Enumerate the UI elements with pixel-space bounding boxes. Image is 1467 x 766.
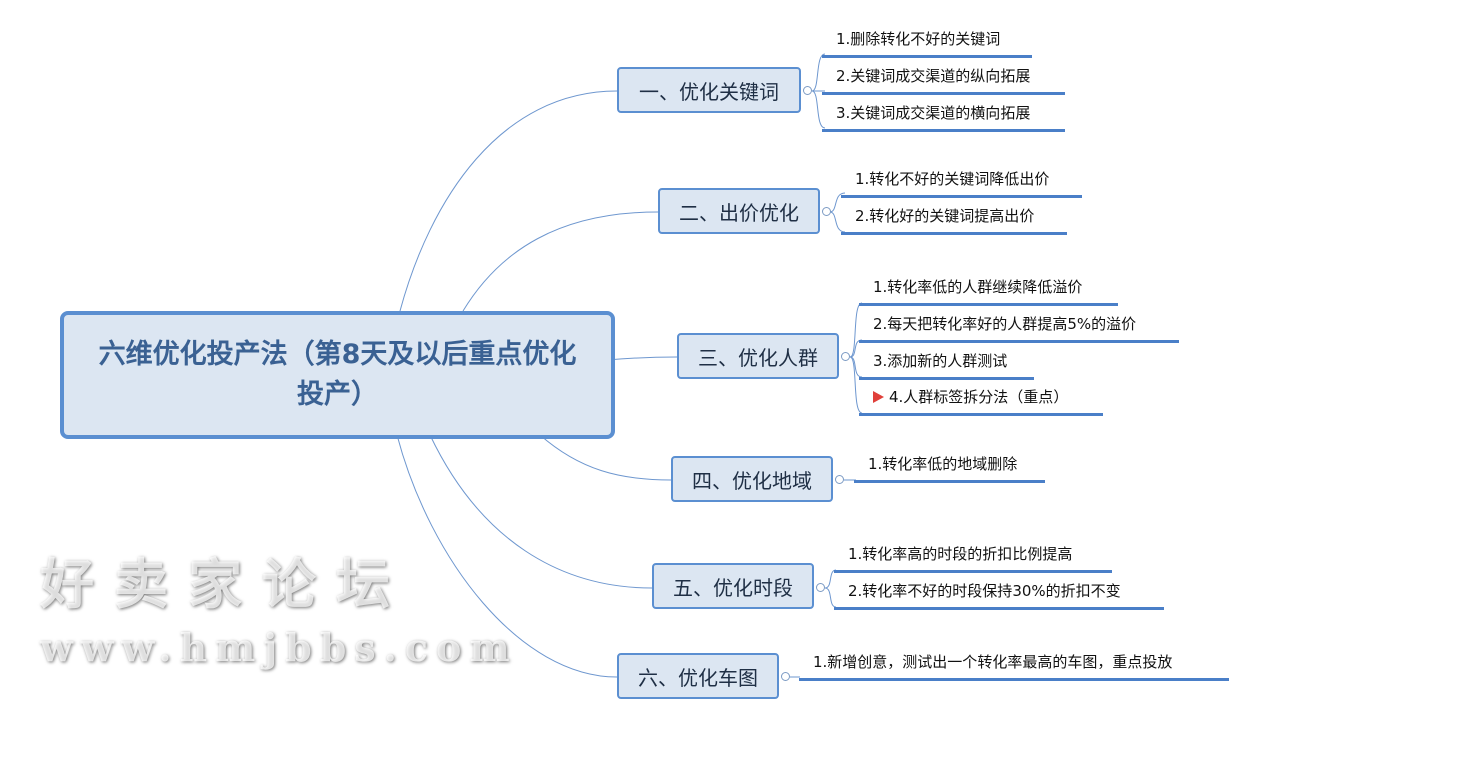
leaf-item[interactable]: 1.转化不好的关键词降低出价 (841, 168, 1082, 198)
branch-optimize-time[interactable]: 五、优化时段 (652, 563, 814, 609)
root-topic[interactable]: 六维优化投产法（第8天及以后重点优化投产） (60, 311, 615, 439)
root-link-6 (396, 434, 618, 678)
collapse-toggle[interactable] (822, 207, 831, 216)
leaf-item[interactable]: 2.转化好的关键词提高出价 (841, 205, 1067, 235)
leaf-link (811, 90, 826, 129)
flag-icon (873, 391, 884, 403)
branch-label: 一、优化关键词 (639, 79, 779, 104)
root-link-3 (606, 356, 678, 361)
root-link-5 (429, 434, 653, 589)
leaf-item[interactable]: 1.转化率低的人群继续降低溢价 (859, 276, 1118, 306)
leaf-item[interactable]: 1.新增创意，测试出一个转化率最高的车图，重点投放 (799, 651, 1229, 681)
leaf-item[interactable]: 2.关键词成交渠道的纵向拓展 (822, 65, 1065, 95)
branch-optimize-audience[interactable]: 三、优化人群 (677, 333, 839, 379)
leaf-item[interactable]: 3.添加新的人群测试 (859, 350, 1034, 380)
leaf-item[interactable]: 1.转化率低的地域删除 (854, 453, 1045, 483)
branch-optimize-images[interactable]: 六、优化车图 (617, 653, 779, 699)
branch-optimize-region[interactable]: 四、优化地域 (671, 456, 833, 502)
leaf-item[interactable]: 1.转化率高的时段的折扣比例提高 (834, 543, 1112, 573)
collapse-toggle[interactable] (841, 352, 850, 361)
leaf-item-flagged[interactable]: 4.人群标签拆分法（重点） (859, 386, 1103, 416)
branch-label: 六、优化车图 (638, 665, 758, 690)
leaf-label: 4.人群标签拆分法（重点） (889, 388, 1069, 406)
branch-label: 二、出价优化 (679, 200, 799, 225)
branch-label: 四、优化地域 (692, 468, 812, 493)
root-link-4 (539, 434, 672, 481)
leaf-item[interactable]: 2.每天把转化率好的人群提高5%的溢价 (859, 313, 1179, 343)
branch-label: 五、优化时段 (673, 575, 793, 600)
collapse-toggle[interactable] (835, 475, 844, 484)
collapse-toggle[interactable] (803, 86, 812, 95)
root-link-2 (462, 211, 659, 312)
branch-optimize-keywords[interactable]: 一、优化关键词 (617, 67, 801, 113)
leaf-link (829, 211, 846, 233)
leaf-item[interactable]: 3.关键词成交渠道的横向拓展 (822, 102, 1065, 132)
collapse-toggle[interactable] (781, 672, 790, 681)
leaf-item[interactable]: 1.删除转化不好的关键词 (822, 28, 1032, 58)
branch-bid-optimization[interactable]: 二、出价优化 (658, 188, 820, 234)
leaf-link (824, 587, 837, 608)
branch-label: 三、优化人群 (698, 345, 818, 370)
leaf-item[interactable]: 2.转化率不好的时段保持30%的折扣不变 (834, 580, 1164, 610)
root-link-1 (399, 90, 618, 312)
collapse-toggle[interactable] (816, 583, 825, 592)
leaf-link (849, 356, 863, 414)
leaf-link (829, 192, 846, 213)
root-title: 六维优化投产法（第8天及以后重点优化投产） (98, 339, 577, 410)
